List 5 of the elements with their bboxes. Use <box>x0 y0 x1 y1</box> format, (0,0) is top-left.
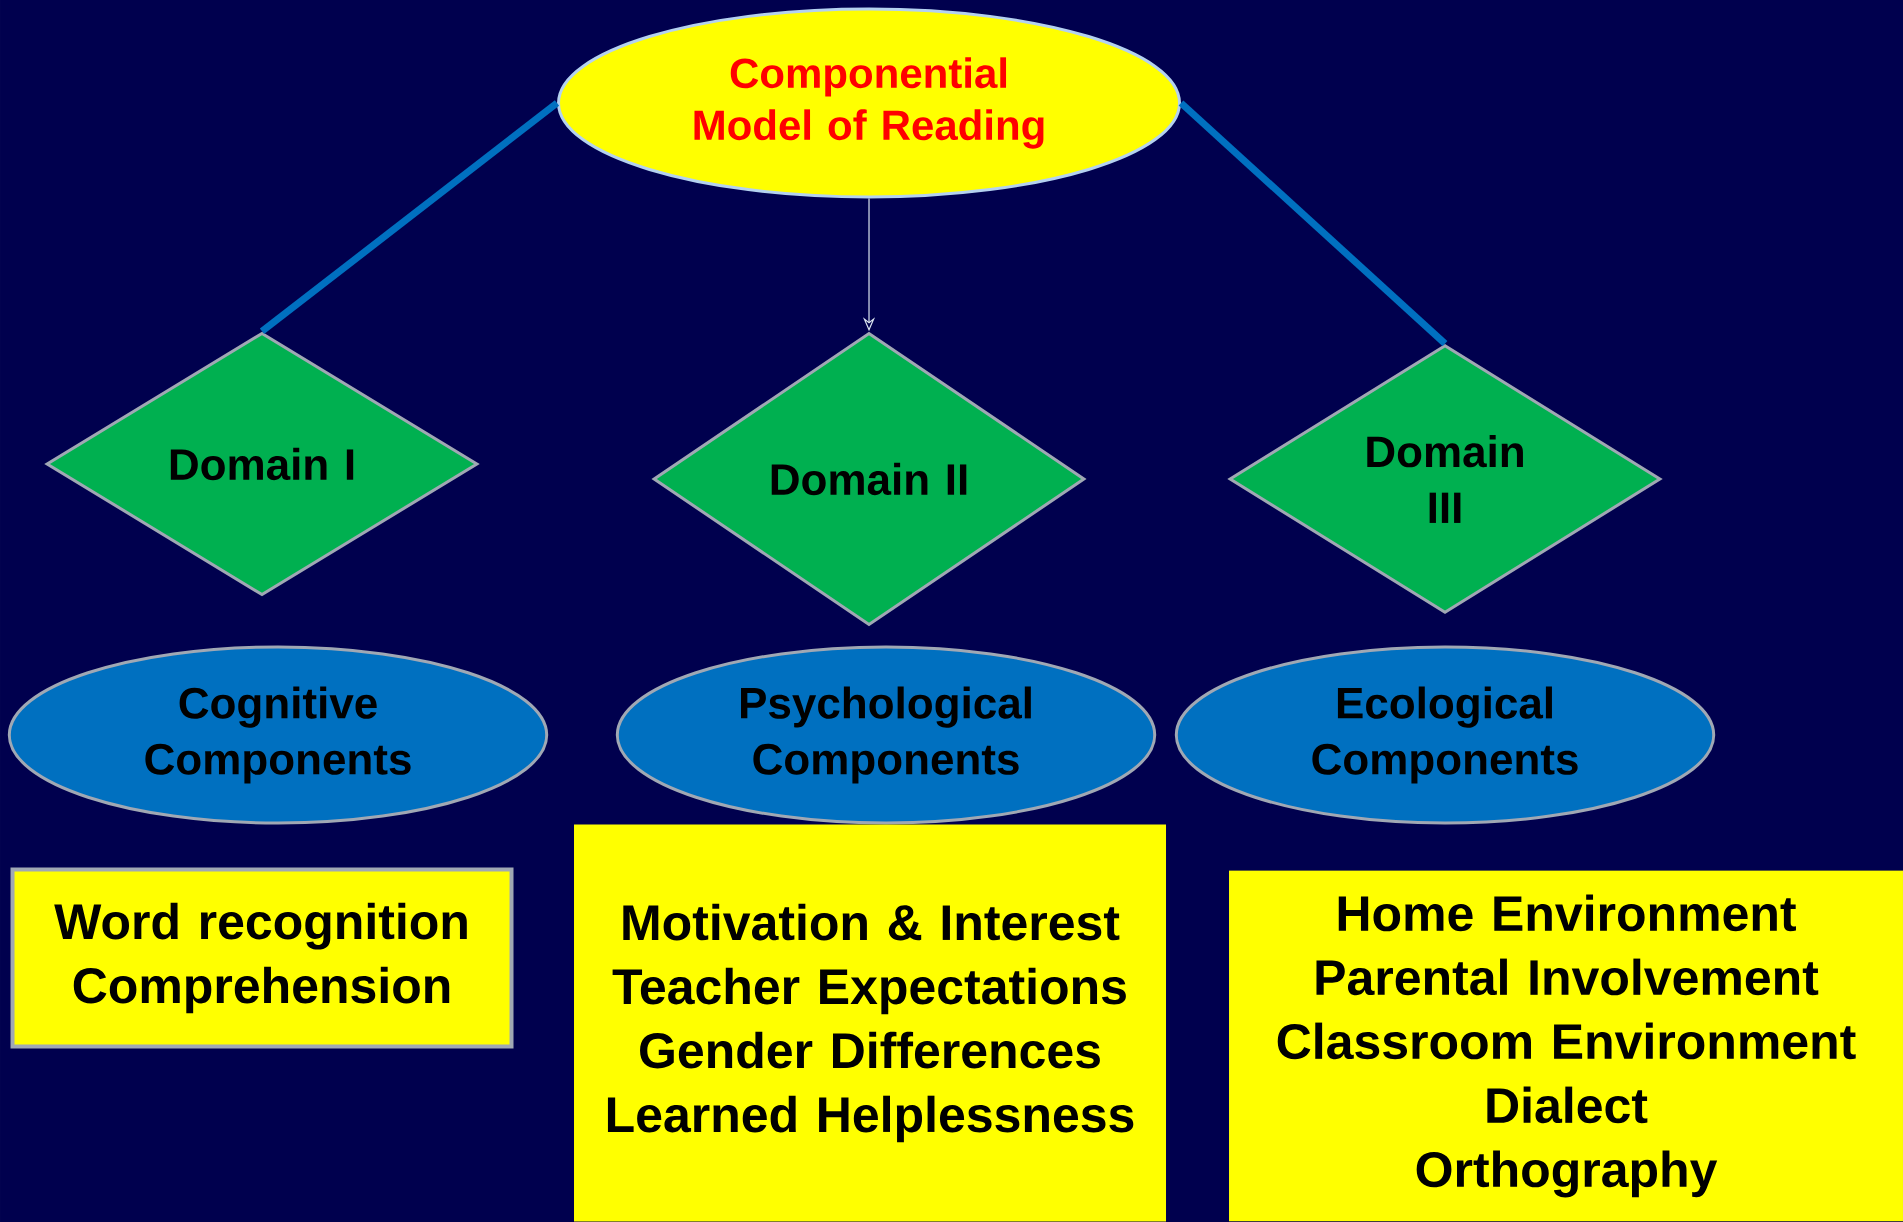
connector-line <box>1178 100 1448 347</box>
factor-box: Word recognition Comprehension <box>10 867 514 1049</box>
factor-box: Motivation & Interest Teacher Expectations Gender Differences Learned Helplessness <box>574 824 1166 1222</box>
factor-box: Home Environment Parental Involvement Classroom Environment Dialect Orthography <box>1229 870 1903 1222</box>
connector-line <box>259 100 560 335</box>
